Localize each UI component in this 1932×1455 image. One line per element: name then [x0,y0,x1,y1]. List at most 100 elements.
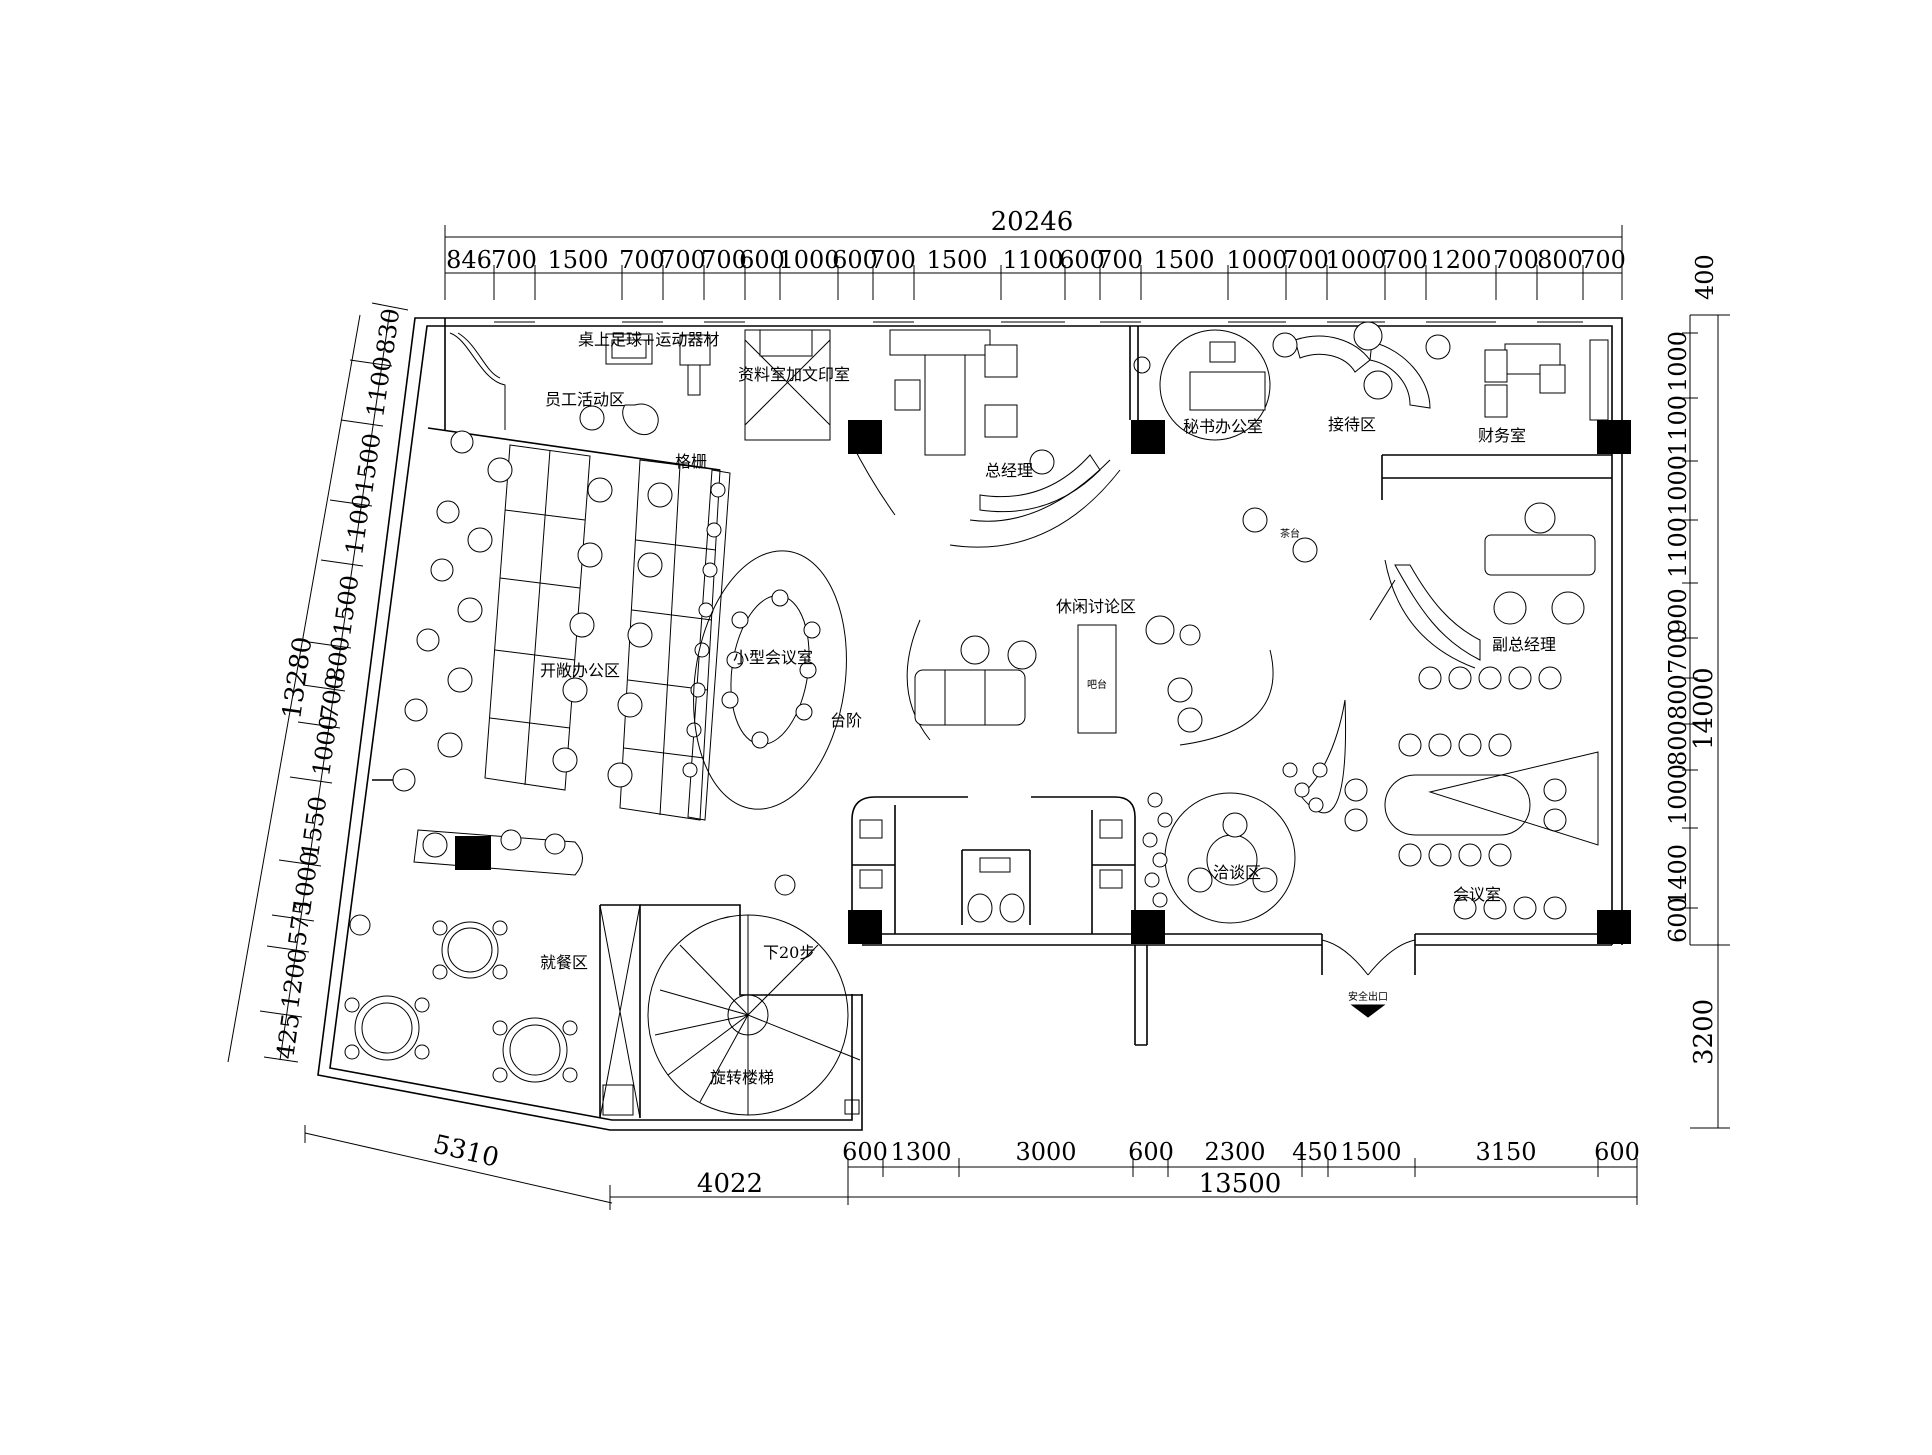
label-small-meeting: 小型会议室 [733,648,813,667]
deputy-gm-furniture [1369,502,1596,669]
desk-cluster-left [484,444,591,791]
left-dim: 425 [271,1012,305,1061]
right-dim: 800 [1664,720,1692,766]
left-dim: 800 [321,635,355,684]
label-leisure: 休闲讨论区 [1056,597,1136,616]
bottom-dim: 450 [1292,1138,1338,1166]
left-dim: 1550 [296,794,332,858]
right-dim: 1000 [1664,764,1692,825]
negotiation-area [1142,699,1347,924]
right-dim: 1100 [1664,517,1692,578]
open-office-workstations [437,444,731,821]
bottom-dim: 1300 [890,1138,951,1166]
right-total-dim: 14000 [1689,667,1719,750]
right-dim: 1000 [1664,331,1692,392]
right-dim: 400 [1691,254,1719,300]
bottom-dim: 3000 [1015,1138,1076,1166]
top-dim: 700 [1493,246,1539,274]
snack-bar [413,829,583,876]
right-dim: 700 [1664,628,1692,674]
reception-furniture [1272,321,1451,409]
left-dim: 1500 [328,573,364,637]
top-dim: 600 [739,246,785,274]
left-dim: 1000 [307,713,343,777]
top-dim: 700 [1382,246,1428,274]
label-dining: 就餐区 [540,953,588,972]
left-total-dim: 13280 [277,635,318,721]
room-labels: 桌上足球+运动器材 员工活动区 资料室加文印室 格栅 总经理 秘书办公室 接待区… [540,330,1556,1087]
office-chairs [437,457,673,788]
label-finance: 财务室 [1478,426,1526,445]
top-dim: 700 [1580,246,1626,274]
gm-office-furniture [849,329,1121,548]
left-dim: 1200 [276,946,312,1010]
top-total-dim: 20246 [991,207,1074,237]
bottom-total-dim: 13500 [1199,1169,1282,1199]
bottom-dim: 3150 [1475,1138,1536,1166]
label-down-steps: 下20步 [763,943,815,962]
top-dim: 700 [1283,246,1329,274]
finance-office-furniture [1484,339,1609,421]
bottom-dim: 600 [1128,1138,1174,1166]
left-dim: 1100 [361,354,397,418]
label-deputy-gm: 副总经理 [1492,635,1556,654]
bottom-dim: 600 [842,1138,888,1166]
label-open-office: 开敞办公区 [540,661,620,680]
top-dim: 600 [1059,246,1105,274]
conference-room-furniture [1344,666,1599,920]
restroom-fixtures [859,819,1123,923]
person-marker [774,874,796,896]
top-dim: 700 [1097,246,1143,274]
top-dim: 1100 [1002,246,1063,274]
label-gm: 总经理 [985,461,1033,480]
top-dim: 1500 [1153,246,1214,274]
label-reception: 接待区 [1328,415,1376,434]
top-dim: 700 [619,246,665,274]
top-dim: 1500 [926,246,987,274]
label-secretary: 秘书办公室 [1183,417,1263,436]
secretary-office-furniture [1133,329,1271,441]
label-foosball: 桌上足球+运动器材 [578,330,719,349]
bottom-dim: 600 [1594,1138,1640,1166]
top-dim: 800 [1537,246,1583,274]
dining-tables [344,914,578,1083]
bottom-dimension-text: 600 1300 3000 600 2300 450 1500 3150 600… [430,1130,1639,1199]
top-dim: 700 [491,246,537,274]
label-file-room: 资料室加文印室 [738,365,850,384]
top-dim: 600 [832,246,878,274]
wall-pillars [392,430,474,792]
right-dimension-text: 400 1000 1100 1000 1100 900 700 800 800 … [1664,254,1719,1065]
right-dim: 1000 [1664,455,1692,516]
dining-table-1 [432,920,508,980]
bottom-dim: 2300 [1204,1138,1265,1166]
dining-table-2 [344,995,430,1061]
dimension-lines [227,225,1730,1210]
bottom-dim: 1500 [1340,1138,1401,1166]
staff-activity-furniture [449,329,831,441]
exterior-walls [317,317,1623,1131]
right-dim: 800 [1664,674,1692,720]
left-dim: 830 [371,307,405,356]
label-negotiation: 洽谈区 [1213,863,1261,882]
label-tea: 茶台 [1280,527,1300,540]
top-dim: 1500 [547,246,608,274]
left-dim: 1500 [350,431,386,495]
top-dim: 700 [701,246,747,274]
label-staff-activity: 员工活动区 [545,390,625,409]
bottom-short-dim: 4022 [697,1169,763,1199]
right-extra-dim: 3200 [1689,999,1719,1065]
right-dim: 1100 [1664,395,1692,456]
dining-table-3 [492,1017,578,1083]
right-dim: 600 [1664,897,1692,943]
top-dim: 700 [870,246,916,274]
right-dim: 900 [1664,588,1692,634]
top-dim: 1200 [1430,246,1491,274]
bottom-slant-dim: 5310 [430,1130,501,1174]
left-dim: 700 [315,673,349,722]
label-grille: 格栅 [675,452,707,471]
label-exit: 安全出口 [1348,990,1388,1003]
right-dim: 1400 [1664,844,1692,905]
left-dimension-text: 13280 830 1100 1500 1100 1500 800 700 10… [271,307,405,1061]
top-dim: 846 [446,246,492,274]
